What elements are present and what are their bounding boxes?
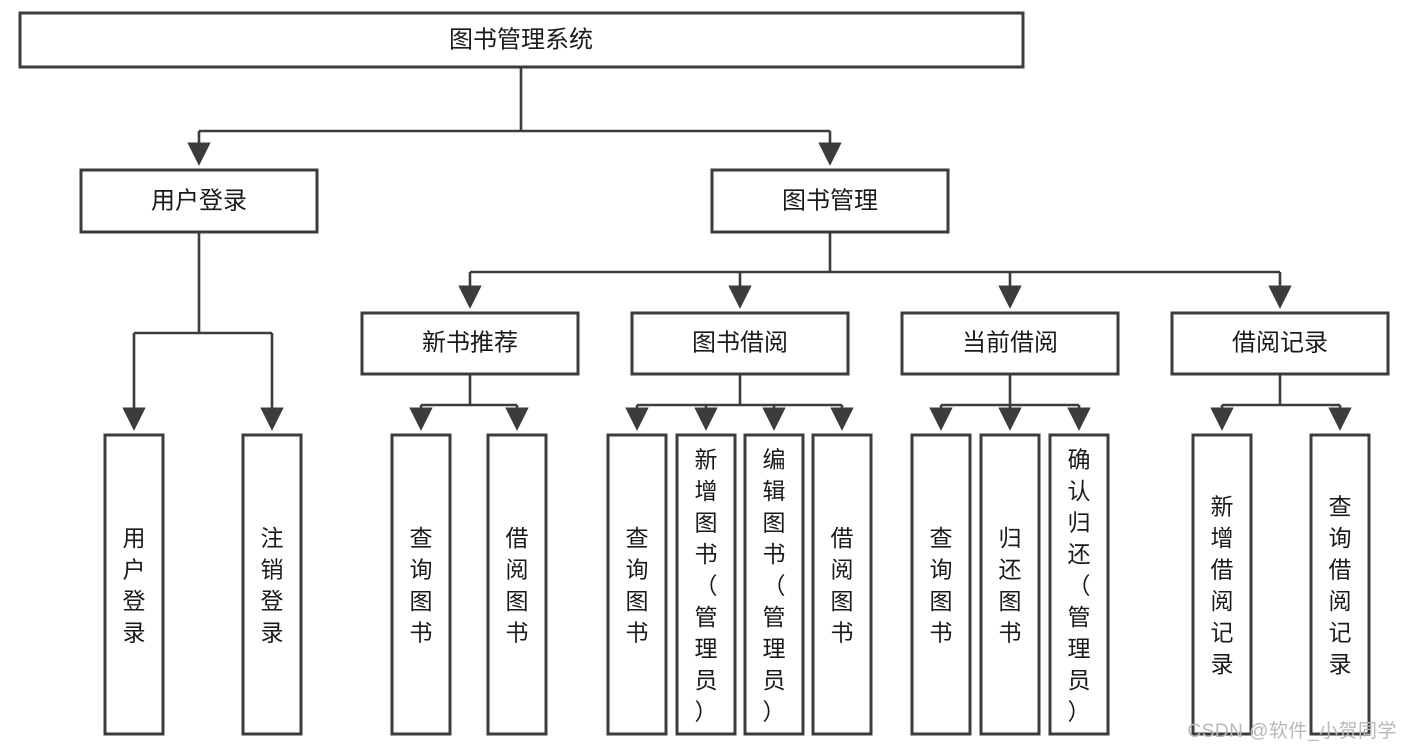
node-leaf-borrow-book-1-label: 借阅图书	[506, 525, 529, 646]
connector-layer	[122, 67, 1352, 431]
node-leaf-query-book-2[interactable]: 查询图书	[606, 433, 668, 736]
node-leaf-user-login-box	[103, 433, 165, 736]
node-new-book-recommend[interactable]: 新书推荐	[360, 311, 580, 376]
node-leaf-user-logout-label: 注销登录	[261, 525, 284, 646]
node-root[interactable]: 图书管理系统	[18, 11, 1025, 69]
node-leaf-confirm-return-box	[1048, 433, 1110, 736]
node-leaf-return-book-box	[979, 433, 1041, 736]
node-borrow-record-box	[1170, 311, 1390, 376]
node-current-borrow-label: 当前借阅	[962, 329, 1058, 356]
node-leaf-user-logout-box	[241, 433, 303, 736]
node-leaf-edit-book-box	[743, 433, 805, 736]
node-book-borrow[interactable]: 图书借阅	[630, 311, 850, 376]
node-leaf-confirm-return[interactable]: 确认归还（管理员）	[1048, 433, 1110, 736]
node-book-manage[interactable]: 图书管理	[710, 168, 950, 234]
node-user-login-box	[79, 168, 319, 234]
node-leaf-return-book[interactable]: 归还图书	[979, 433, 1041, 736]
node-leaf-query-book-2-label: 查询图书	[626, 525, 649, 646]
node-leaf-add-book[interactable]: 新增图书（管理员）	[675, 433, 737, 736]
node-borrow-record[interactable]: 借阅记录	[1170, 311, 1390, 376]
node-leaf-query-book-1[interactable]: 查询图书	[390, 433, 452, 736]
node-leaf-query-book-3-box	[910, 433, 972, 736]
node-new-book-recommend-box	[360, 311, 580, 376]
node-current-borrow-box	[900, 311, 1120, 376]
node-user-login-label: 用户登录	[151, 187, 247, 214]
leaf-layer: 用户登录 注销登录 查询图书 借阅图书 查询图书 新增图书（管理员） 编辑图书（…	[103, 433, 1371, 736]
node-leaf-borrow-book-2[interactable]: 借阅图书	[811, 433, 873, 736]
node-current-borrow[interactable]: 当前借阅	[900, 311, 1120, 376]
node-borrow-record-label: 借阅记录	[1232, 329, 1328, 356]
node-leaf-add-book-box	[675, 433, 737, 736]
node-leaf-edit-book[interactable]: 编辑图书（管理员）	[743, 433, 805, 736]
node-leaf-user-logout[interactable]: 注销登录	[241, 433, 303, 736]
node-leaf-confirm-return-label: 确认归还（管理员）	[1068, 446, 1091, 724]
node-user-login[interactable]: 用户登录	[79, 168, 319, 234]
node-book-manage-label: 图书管理	[782, 187, 878, 214]
node-root-box	[18, 11, 1025, 69]
node-leaf-user-login[interactable]: 用户登录	[103, 433, 165, 736]
node-leaf-add-record[interactable]: 新增借阅记录	[1191, 433, 1253, 736]
node-book-manage-box	[710, 168, 950, 234]
node-leaf-add-record-label: 新增借阅记录	[1211, 494, 1234, 678]
node-leaf-user-login-label: 用户登录	[123, 525, 146, 646]
node-new-book-recommend-label: 新书推荐	[422, 329, 518, 356]
node-leaf-query-book-3[interactable]: 查询图书	[910, 433, 972, 736]
node-leaf-borrow-book-1[interactable]: 借阅图书	[486, 433, 548, 736]
node-root-label: 图书管理系统	[449, 26, 593, 53]
node-book-borrow-label: 图书借阅	[692, 329, 788, 356]
node-book-borrow-box	[630, 311, 850, 376]
node-leaf-query-book-3-label: 查询图书	[930, 525, 953, 646]
node-leaf-add-record-box	[1191, 433, 1253, 736]
node-leaf-query-record-box	[1309, 433, 1371, 736]
node-leaf-edit-book-label: 编辑图书（管理员）	[763, 446, 786, 724]
node-leaf-query-record[interactable]: 查询借阅记录	[1309, 433, 1371, 736]
node-leaf-query-record-label: 查询借阅记录	[1329, 494, 1352, 678]
node-leaf-query-book-1-label: 查询图书	[410, 525, 433, 646]
node-leaf-query-book-1-box	[390, 433, 452, 736]
node-leaf-query-book-2-box	[606, 433, 668, 736]
node-leaf-borrow-book-1-box	[486, 433, 548, 736]
node-leaf-borrow-book-2-box	[811, 433, 873, 736]
node-leaf-add-book-label: 新增图书（管理员）	[695, 446, 718, 724]
node-leaf-return-book-label: 归还图书	[999, 525, 1022, 646]
node-leaf-borrow-book-2-label: 借阅图书	[831, 525, 854, 646]
